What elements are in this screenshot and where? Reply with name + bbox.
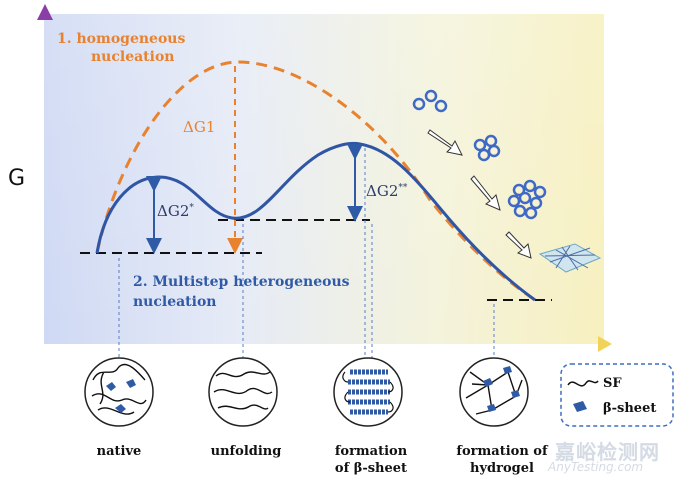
stage-label-beta-sheet: formation of β-sheet	[334, 444, 408, 476]
heterogeneous-line2: nucleation	[133, 294, 217, 310]
heterogeneous-nucleation-label: 2. Multistep heterogeneous nucleation	[133, 272, 350, 312]
dg2-second-label: ΔG2**	[366, 182, 408, 200]
hydrogel-network-icon	[538, 243, 602, 273]
small-nucleus-icon	[412, 89, 448, 113]
homogeneous-energy-curve	[95, 60, 536, 302]
homogeneous-line2: nucleation	[91, 49, 175, 65]
sf-symbol-icon	[567, 380, 599, 387]
watermark-en: AnyTesting.com	[548, 460, 644, 474]
legend-sf-label: SF	[603, 376, 622, 391]
stage-label-hydrogel: formation of hydrogel	[456, 444, 548, 476]
y-axis-arrowhead	[37, 4, 53, 20]
x-axis-arrowhead	[598, 336, 612, 352]
stage-label-unfolding: unfolding	[210, 444, 282, 459]
legend-box	[560, 363, 674, 427]
heterogeneous-line1: 2. Multistep heterogeneous	[133, 274, 350, 290]
growth-arrows	[427, 129, 532, 259]
legend-beta-sheet-label: β-sheet	[603, 401, 657, 416]
homogeneous-line1: 1. homogeneous	[57, 31, 186, 47]
native-circle	[84, 357, 154, 427]
homogeneous-nucleation-label: 1. homogeneous nucleation	[57, 30, 185, 66]
medium-nucleus-icon	[473, 134, 501, 162]
dg1-label: ΔG1	[183, 118, 216, 136]
large-nucleus-icon	[507, 179, 547, 220]
stage-label-native: native	[96, 444, 142, 459]
hydrogel-circle	[459, 357, 529, 427]
dg2-first-label: ΔG2*	[157, 202, 194, 220]
beta-sheet-symbol-icon	[573, 401, 587, 412]
y-axis-label: G	[8, 166, 26, 191]
unfolding-circle	[208, 357, 278, 427]
watermark-cn: 嘉峪检测网	[555, 440, 660, 464]
beta-sheet-circle	[333, 357, 403, 427]
